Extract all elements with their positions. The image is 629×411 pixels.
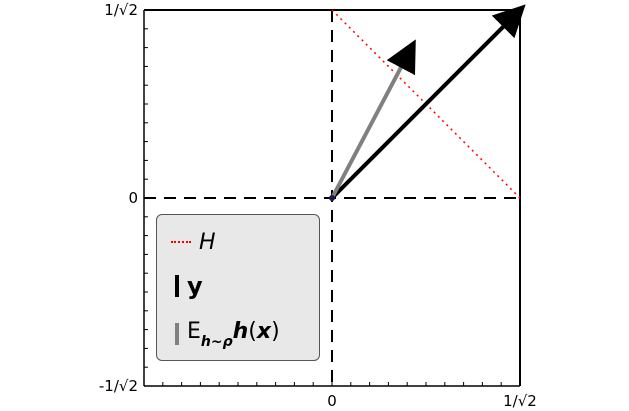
- expectation-h: h: [232, 318, 249, 344]
- black-bar-swatch: [175, 275, 179, 297]
- y-tick-label: 0: [128, 189, 138, 207]
- expectation-subscript: h~ρ: [200, 333, 233, 350]
- x-tick-label: 1/√2: [503, 392, 537, 410]
- paren-open: (: [248, 318, 257, 344]
- y-tick-label: -1/√2: [99, 377, 138, 395]
- origin-point: [329, 195, 335, 201]
- axes-frame: [143, 9, 521, 387]
- dotted-line-swatch: [171, 241, 191, 243]
- legend-label-expectation: Eh~ρh(x): [187, 319, 280, 350]
- legend-label-y: y: [187, 272, 203, 300]
- expectation-vector-arrow: [330, 39, 416, 199]
- legend-entry-y: y: [157, 269, 203, 303]
- y-vector-arrow: [330, 4, 526, 200]
- legend-entry-expectation: Eh~ρh(x): [157, 317, 280, 351]
- plot-area: [144, 4, 526, 386]
- paren-close: ): [271, 318, 280, 344]
- gray-bar-swatch: [175, 323, 179, 345]
- tick-labels: 1/√2 0 -1/√2 0 1/√2: [99, 1, 537, 410]
- x-tick-label: 0: [327, 392, 337, 410]
- expectation-symbol: E: [187, 318, 201, 344]
- legend-label-H: H: [199, 229, 216, 255]
- y-tick-label: 1/√2: [104, 1, 138, 19]
- expectation-x: x: [256, 318, 272, 344]
- legend: H y Eh~ρh(x): [156, 214, 320, 361]
- legend-entry-H: H: [157, 225, 216, 259]
